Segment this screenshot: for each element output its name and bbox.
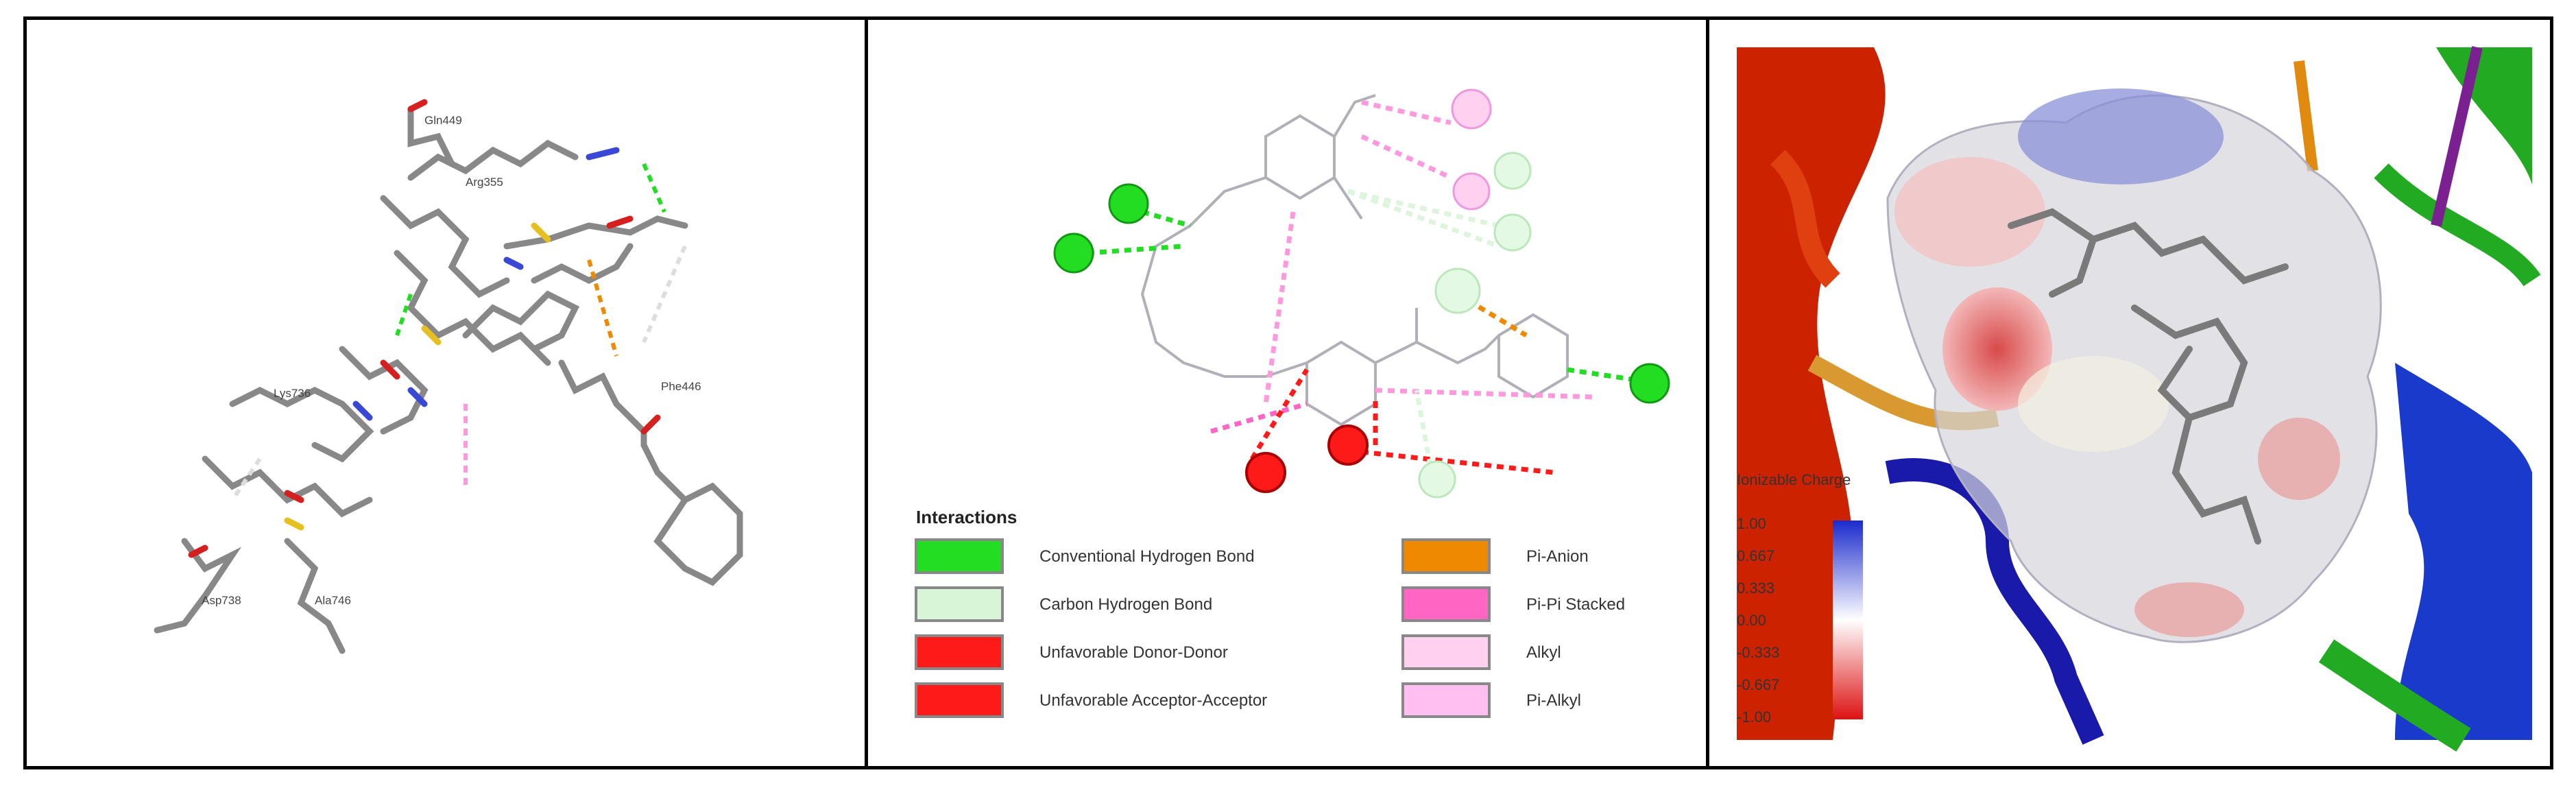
residue-label: Lys736 xyxy=(274,387,311,400)
diagram-interactions xyxy=(1087,99,1637,475)
panel-surface: Ionizable Charge 1.00 0.667 0.333 0.00 -… xyxy=(1709,20,2550,766)
legend-swatch xyxy=(1401,586,1491,622)
colorbar-tick: 0.667 xyxy=(1737,547,1774,564)
residue-label: Gln449 xyxy=(424,114,462,127)
colorbar-tick: 1.00 xyxy=(1737,515,1766,532)
residue-label: Asp738 xyxy=(202,594,241,607)
colorbar-tick: -0.333 xyxy=(1737,644,1779,661)
legend-label: Unfavorable Acceptor-Acceptor xyxy=(1039,691,1267,710)
legend-label: Conventional Hydrogen Bond xyxy=(1039,547,1255,566)
panel-2d-interactions: Interactions Conventional Hydrogen Bond … xyxy=(868,20,1706,766)
sulfur-sticks xyxy=(284,222,551,531)
legend-swatch xyxy=(1401,682,1491,718)
ligand-2d-structure xyxy=(1140,94,1569,427)
legend-title: Interactions xyxy=(916,507,1017,527)
molecular-surface xyxy=(1886,88,2382,643)
colorbar-title: Ionizable Charge xyxy=(1737,471,1851,488)
surface-render-svg: Ionizable Charge 1.00 0.667 0.333 0.00 -… xyxy=(1737,46,2541,752)
interaction-dashes xyxy=(230,163,687,501)
figure-frame: Gln449 Arg355 Lys736 Phe446 Asp738 Ala74… xyxy=(23,16,2553,769)
legend-swatch xyxy=(915,586,1004,622)
colorbar: Ionizable Charge 1.00 0.667 0.333 0.00 -… xyxy=(1737,471,1863,726)
legend-swatch xyxy=(915,538,1004,574)
nitrogen-sticks xyxy=(352,147,620,421)
stick-model-svg: Gln449 Arg355 Lys736 Phe446 Asp738 Ala74… xyxy=(154,99,743,654)
legend-label: Pi-Alkyl xyxy=(1526,691,1581,710)
legend-label: Pi-Pi Stacked xyxy=(1526,595,1625,614)
panel-divider xyxy=(865,20,868,766)
colorbar-tick: -1.00 xyxy=(1737,708,1771,726)
legend-label: Carbon Hydrogen Bond xyxy=(1039,595,1212,614)
colorbar-tick: -0.667 xyxy=(1737,676,1779,693)
residue-discs xyxy=(1053,88,1670,499)
colorbar-tick: 0.00 xyxy=(1737,612,1766,629)
colorbar-ticks: 1.00 0.667 0.333 0.00 -0.333 -0.667 -1.0… xyxy=(1737,515,1779,726)
panel-3d-sticks: Gln449 Arg355 Lys736 Phe446 Asp738 Ala74… xyxy=(27,20,865,766)
residue-label: Phe446 xyxy=(661,380,701,393)
legend-right-column: Pi-Anion Pi-Pi Stacked Alkyl Pi-Alkyl xyxy=(1401,538,1625,718)
ligand-sticks xyxy=(154,106,743,654)
legend-swatch xyxy=(1401,634,1491,670)
legend-swatch xyxy=(915,682,1004,718)
legend-swatch xyxy=(915,634,1004,670)
interaction-diagram-svg: Interactions Conventional Hydrogen Bond … xyxy=(915,88,1670,718)
colorbar-tick: 0.333 xyxy=(1737,579,1774,597)
legend-label: Pi-Anion xyxy=(1526,547,1589,566)
residue-labels: Gln449 Arg355 Lys736 Phe446 Asp738 Ala74… xyxy=(202,114,701,607)
residue-label: Ala746 xyxy=(315,594,351,607)
residue-label: Arg355 xyxy=(466,176,503,189)
colorbar-gradient xyxy=(1833,521,1863,719)
panel-divider xyxy=(1706,20,1709,766)
legend-left-column: Conventional Hydrogen Bond Carbon Hydrog… xyxy=(915,538,1267,718)
ligand-sticks-surface xyxy=(2008,208,2289,545)
legend-label: Alkyl xyxy=(1526,643,1561,662)
oxygen-sticks xyxy=(188,99,661,558)
legend-swatch xyxy=(1401,538,1491,574)
legend-label: Unfavorable Donor-Donor xyxy=(1039,643,1228,662)
